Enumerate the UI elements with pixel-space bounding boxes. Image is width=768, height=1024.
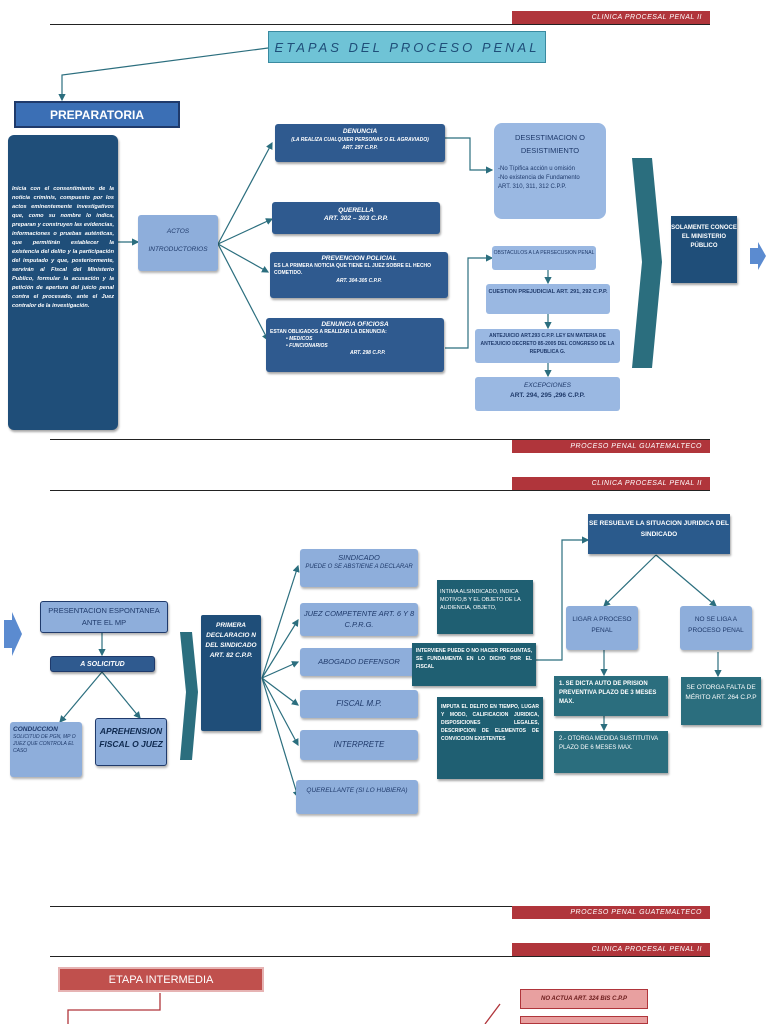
obstaculos-node: OBSTACULOS A LA PERSECUSION PENAL bbox=[492, 246, 596, 270]
desestimacion-line: -No existencia de Fundamento bbox=[498, 175, 580, 181]
desestimacion-node: DESESTIMACION O DESISTIMIENTO -No Típifi… bbox=[494, 123, 606, 219]
interprete-node: INTERPRETE bbox=[300, 730, 418, 760]
oficiosa-item: • FUNCIONARIOS bbox=[286, 343, 328, 349]
no-actua-node: NO ACTUA ART. 324 BIS C.P.P bbox=[520, 989, 648, 1009]
excepciones-title: EXCEPCIONES bbox=[524, 382, 571, 389]
oficiosa-item: • MEDICOS bbox=[286, 336, 313, 342]
oficiosa-article: ART. 298 C.P.P. bbox=[350, 350, 386, 356]
querella-article: ART. 302 – 303 C.P.P. bbox=[323, 215, 389, 222]
aprehension-node: APREHENSION FISCAL O JUEZ bbox=[95, 718, 167, 766]
actos-introductorios-node: ACTOS INTRODUCTORIOS bbox=[138, 215, 218, 271]
solamente-mp-node: SOLAMENTE CONOCE EL MINISTERIO PÚBLICO bbox=[671, 216, 737, 283]
prevencion-node: PREVENCION POLICIAL ES LA PRIMERA NOTICI… bbox=[270, 252, 448, 298]
prevencion-article: ART. 304-305 C.P.P. bbox=[336, 278, 382, 284]
denuncia-article: ART. 297 C.P.P. bbox=[342, 145, 378, 151]
chevron-arrow-icon bbox=[632, 158, 662, 368]
desestimacion-title: DESESTIMACION O DESISTIMIENTO bbox=[514, 133, 585, 155]
resuelve-node: SE RESUELVE LA SITUACION JURIDICA DEL SI… bbox=[588, 514, 730, 554]
presentacion-node: PRESENTACION ESPONTANEA ANTE EL MP bbox=[40, 601, 168, 633]
desestimacion-line: -No Típifica acción u omisión bbox=[498, 166, 575, 172]
denuncia-oficiosa-node: DENUNCIA OFICIOSA ESTAN OBLIGADOS A REAL… bbox=[266, 318, 444, 372]
footer-band: PROCESO PENAL GUATEMALTECO bbox=[512, 906, 710, 919]
denuncia-node: DENUNCIA (LA REALIZA CUALQUIER PERSONAS … bbox=[275, 124, 445, 162]
cuestion-prejudicial-node: CUESTION PREJUDICIAL ART. 291, 292 C.P.P… bbox=[486, 284, 610, 314]
footer-band: PROCESO PENAL GUATEMALTECO bbox=[512, 440, 710, 453]
excepciones-article: ART. 294, 295 ,296 C.P.P. bbox=[510, 392, 585, 399]
ligar-node: LIGAR A PROCESO PENAL bbox=[566, 606, 638, 650]
fiscal-mp-node: FISCAL M.P. bbox=[300, 690, 418, 718]
excepciones-node: EXCEPCIONES ART. 294, 295 ,296 C.P.P. bbox=[475, 377, 620, 411]
conduccion-node: CONDUCCION SOLICITUD DE PGN, MP O JUEZ Q… bbox=[10, 722, 82, 777]
header-band: CLINICA PROCESAL PENAL II bbox=[512, 943, 710, 956]
querella-title: QUERELLA bbox=[338, 207, 374, 214]
conduccion-title: CONDUCCION bbox=[13, 726, 58, 733]
denuncia-subtitle: (LA REALIZA CUALQUIER PERSONAS O EL AGRA… bbox=[291, 137, 429, 143]
sindicado-node: SINDICADO PUEDE O SE ABSTIENE A DECLARAR bbox=[300, 549, 418, 587]
juez-competente-node: JUEZ COMPETENTE ART. 6 Y 8 C.P.R.G. bbox=[300, 603, 418, 636]
desestimacion-line: ART. 310, 311, 312 C.P.P. bbox=[498, 184, 567, 190]
sindicado-text: PUEDE O SE ABSTIENE A DECLARAR bbox=[305, 564, 413, 570]
oficiosa-title: DENUNCIA OFICIOSA bbox=[321, 321, 389, 328]
oficiosa-text: ESTAN OBLIGADOS A REALIZAR LA DENUNCIA: bbox=[270, 329, 387, 335]
page-title: ETAPAS DEL PROCESO PENAL bbox=[268, 31, 546, 63]
falta-merito-node: SE OTORGA FALTA DE MÉRITO ART. 264 C.P.P bbox=[681, 677, 761, 725]
denuncia-title: DENUNCIA bbox=[342, 128, 378, 135]
preparatoria-description: Inicia con el consentimiento de la notic… bbox=[8, 135, 118, 430]
note-juez: INTIMA ALSINDICADO, INDICA MOTIVO,B Y EL… bbox=[437, 580, 533, 634]
note-fiscal: IMPUTA EL DELITO EN TIEMPO, LUGAR Y MODO… bbox=[437, 697, 543, 779]
querella-node: QUERELLA ART. 302 – 303 C.P.P. bbox=[272, 202, 440, 234]
intermedia-next-node bbox=[520, 1016, 648, 1024]
auto-prision-node: 1. SE DICTA AUTO DE PRISION PREVENTIVA P… bbox=[554, 676, 668, 716]
no-liga-node: NO SE LIGA A PROCESO PENAL bbox=[680, 606, 752, 650]
sindicado-title: SINDICADO bbox=[338, 553, 380, 562]
prevencion-text: ES LA PRIMERA NOTICIA QUE TIENE EL JUEZ … bbox=[274, 263, 432, 276]
querellante-node: QUERELLANTE (SI LO HUBIERA) bbox=[296, 780, 418, 814]
stage-label: PREPARATORIA bbox=[14, 101, 180, 128]
primera-declaracion-node: PRIMERA DECLARACIO N DEL SINDICADO ART. … bbox=[201, 615, 261, 731]
conduccion-text: SOLICITUD DE PGN, MP O JUEZ QUE CONTROLA… bbox=[13, 734, 76, 754]
a-solicitud-node: A SOLICITUD bbox=[50, 656, 155, 672]
antejuicio-node: ANTEJUICIO ART.293 C.P.P. LEY EN MATERIA… bbox=[475, 329, 620, 363]
note-abogado: INTERVIENE PUEDE O NO HACER PREGUNTAS, S… bbox=[412, 643, 536, 686]
header-band: CLINICA PROCESAL PENAL II bbox=[512, 477, 710, 490]
prevencion-title: PREVENCION POLICIAL bbox=[321, 255, 397, 262]
medida-sustitutiva-node: 2.- OTORGA MEDIDA SUSTITUTIVA PLAZO DE 6… bbox=[554, 731, 668, 773]
abogado-defensor-node: ABOGADO DEFENSOR bbox=[300, 648, 418, 676]
etapa-intermedia-title: ETAPA INTERMEDIA bbox=[58, 967, 264, 992]
header-band: CLINICA PROCESAL PENAL II bbox=[512, 11, 710, 24]
